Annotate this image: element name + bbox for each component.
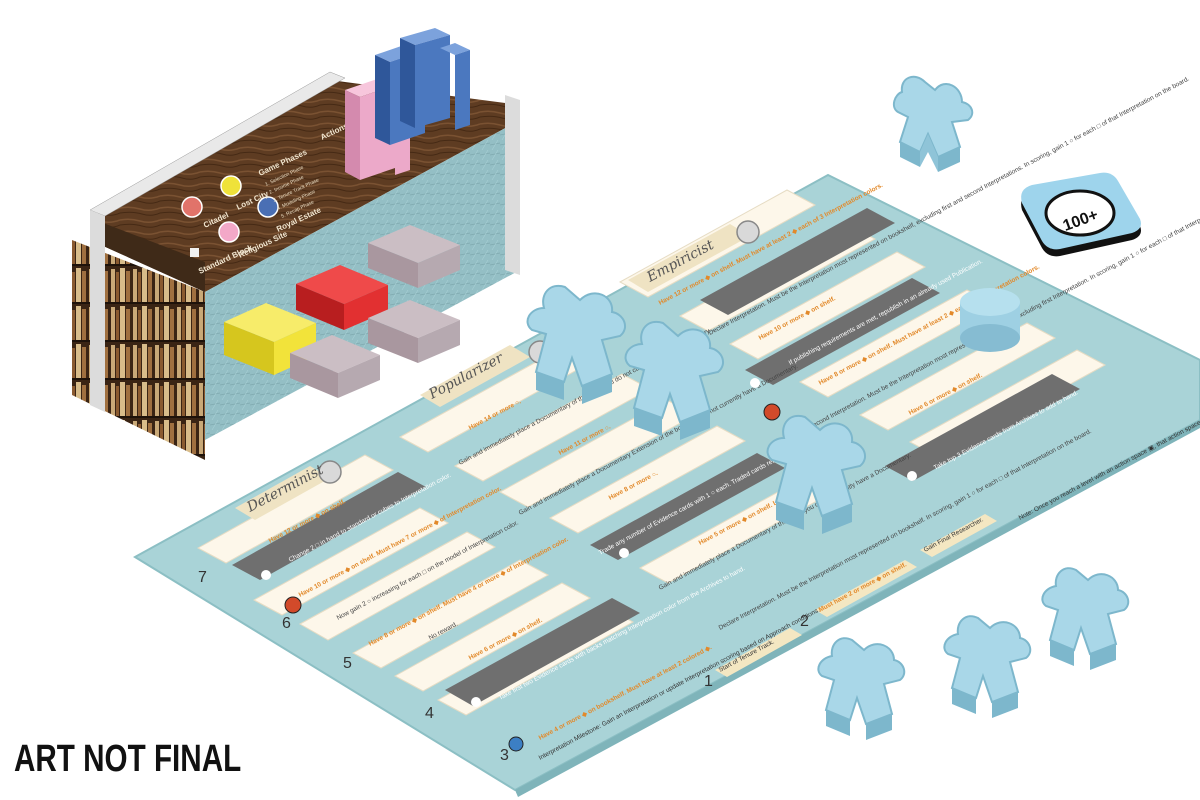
yellow-block [224, 303, 316, 375]
standard-block-icon [190, 248, 199, 257]
grey-block-3 [290, 335, 380, 398]
board-edge [515, 420, 1200, 797]
meeple-bottom-3 [1041, 567, 1130, 670]
track-number-6: 6 [282, 615, 291, 632]
royal-estate-icon [257, 196, 279, 218]
interpretation-icon [284, 596, 302, 614]
interpretation-icon-2 [763, 403, 781, 421]
track-number-7: 7 [198, 569, 207, 586]
meeple-bottom-1 [817, 637, 906, 740]
printed-meeple-icons [261, 378, 917, 707]
red-block [296, 265, 388, 330]
art-not-final-watermark: ART NOT FINAL [14, 738, 242, 780]
phase-list: 1. Selection Phase 2. Income Phase 3. Te… [264, 165, 320, 220]
track-number-2: 2 [800, 613, 809, 630]
blue-books [375, 28, 470, 145]
religious-site-icon [218, 221, 240, 243]
meeple-top-right [892, 75, 974, 172]
lost-city-icon [220, 175, 242, 197]
score-token-100: 100+ [1021, 172, 1141, 257]
citadel-icon [181, 196, 203, 218]
game-board: Determinist Popularizer Empiricist Have … [133, 75, 1200, 797]
track-number-4: 4 [425, 705, 434, 722]
meeple-board-1 [526, 284, 627, 404]
milestone-icon [508, 736, 524, 752]
empiricist-emblem [736, 220, 760, 244]
blocks [224, 225, 460, 398]
grey-block-2 [368, 300, 460, 363]
meeple-board-2 [624, 320, 725, 440]
track-number-3: 3 [500, 747, 509, 764]
track-number-1: 1 [704, 673, 713, 690]
blue-disc [960, 288, 1020, 352]
track-number-5: 5 [343, 655, 352, 672]
track-numbers: 7 6 5 4 3 1 2 [198, 569, 809, 764]
meeple-board-3 [766, 414, 867, 534]
grey-block-1 [368, 225, 460, 288]
shelf-side-books [72, 240, 205, 460]
meeple-bottom-2 [943, 615, 1032, 718]
meeples [261, 75, 1130, 740]
grey-strips [232, 208, 1080, 706]
determinist-emblem [318, 460, 342, 484]
column-banners [235, 220, 760, 520]
